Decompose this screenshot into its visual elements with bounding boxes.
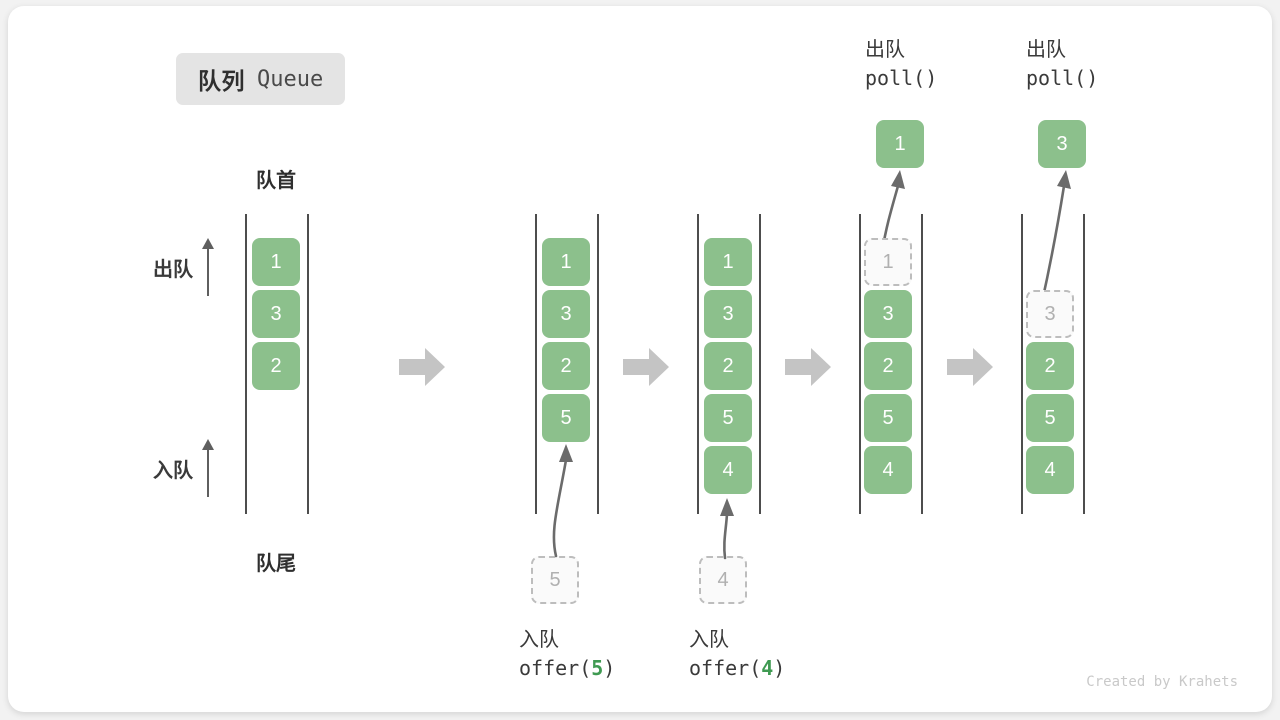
queue-cell: 2 xyxy=(864,342,912,390)
side-op-enqueue: 入队 xyxy=(153,439,214,497)
caption-code: offer(4) xyxy=(689,656,786,681)
queue-cell: 1 xyxy=(252,238,300,286)
caption-label: 出队 xyxy=(1026,39,1066,61)
queue-cell: 5 xyxy=(704,394,752,442)
caption-code: offer(5) xyxy=(519,656,616,681)
queue-cell: 3 xyxy=(704,290,752,338)
side-op-dequeue: 出队 xyxy=(153,238,214,296)
queue-cell: 3 xyxy=(252,290,300,338)
caption-poll-1: 出队 poll() xyxy=(865,36,937,93)
caption-label: 入队 xyxy=(689,629,729,651)
queue-rail-right xyxy=(921,214,923,514)
queue-rail-left xyxy=(859,214,861,514)
queue-rail-right xyxy=(759,214,761,514)
side-op-enqueue-label: 入队 xyxy=(153,459,193,482)
queue-rail-right xyxy=(597,214,599,514)
diagram-card: 队列 Queue 队首 队尾 出队 入队 1 3 2 1 3 2 5 5 xyxy=(8,6,1272,712)
up-arrow-icon xyxy=(202,439,214,497)
ghost-cell: 5 xyxy=(531,556,579,604)
side-op-dequeue-label: 出队 xyxy=(153,258,193,281)
queue-cell: 3 xyxy=(864,290,912,338)
queue-cell: 1 xyxy=(704,238,752,286)
step-arrow-icon xyxy=(785,348,831,386)
queue-cell-new: 5 xyxy=(542,394,590,442)
queue-cell: 3 xyxy=(542,290,590,338)
queue-rail-right xyxy=(1083,214,1085,514)
credit-text: Created by Krahets xyxy=(1086,674,1238,690)
queue-cell-new: 4 xyxy=(704,446,752,494)
title-chinese: 队列 xyxy=(198,68,245,94)
caption-code: poll() xyxy=(1026,66,1099,91)
queue-rail-left xyxy=(697,214,699,514)
caption-label: 出队 xyxy=(865,39,905,61)
queue-cell: 4 xyxy=(1026,446,1074,494)
queue-cell: 5 xyxy=(1026,394,1074,442)
queue-tail-label: 队尾 xyxy=(256,553,296,575)
ghost-cell-removed: 1 xyxy=(864,238,912,286)
queue-cell: 1 xyxy=(542,238,590,286)
queue-cell: 2 xyxy=(704,342,752,390)
queue-rail-left xyxy=(245,214,247,514)
queue-cell: 2 xyxy=(1026,342,1074,390)
ghost-cell-removed: 3 xyxy=(1026,290,1074,338)
caption-offer-5: 入队 offer(5) xyxy=(519,626,615,683)
polled-value-cell: 3 xyxy=(1038,120,1086,168)
queue-cell: 4 xyxy=(864,446,912,494)
caption-offer-4: 入队 offer(4) xyxy=(689,626,785,683)
step-arrow-icon xyxy=(399,348,445,386)
ghost-cell: 4 xyxy=(699,556,747,604)
title-english: Queue xyxy=(257,66,324,92)
dequeue-motion-arrow-icon xyxy=(1040,170,1071,304)
caption-label: 入队 xyxy=(519,629,559,651)
queue-cell: 2 xyxy=(542,342,590,390)
step-arrow-icon xyxy=(623,348,669,386)
queue-rail-right xyxy=(307,214,309,514)
caption-code: poll() xyxy=(865,66,938,91)
queue-cell: 2 xyxy=(252,342,300,390)
queue-head-label: 队首 xyxy=(256,170,296,192)
queue-rail-left xyxy=(1021,214,1023,514)
up-arrow-icon xyxy=(202,238,214,296)
queue-cell: 5 xyxy=(864,394,912,442)
enqueue-motion-arrow-icon xyxy=(720,498,734,560)
step-arrow-icon xyxy=(947,348,993,386)
queue-rail-left xyxy=(535,214,537,514)
polled-value-cell: 1 xyxy=(876,120,924,168)
caption-poll-3: 出队 poll() xyxy=(1026,36,1098,93)
enqueue-motion-arrow-icon xyxy=(552,444,573,558)
title-badge: 队列 Queue xyxy=(176,53,346,105)
